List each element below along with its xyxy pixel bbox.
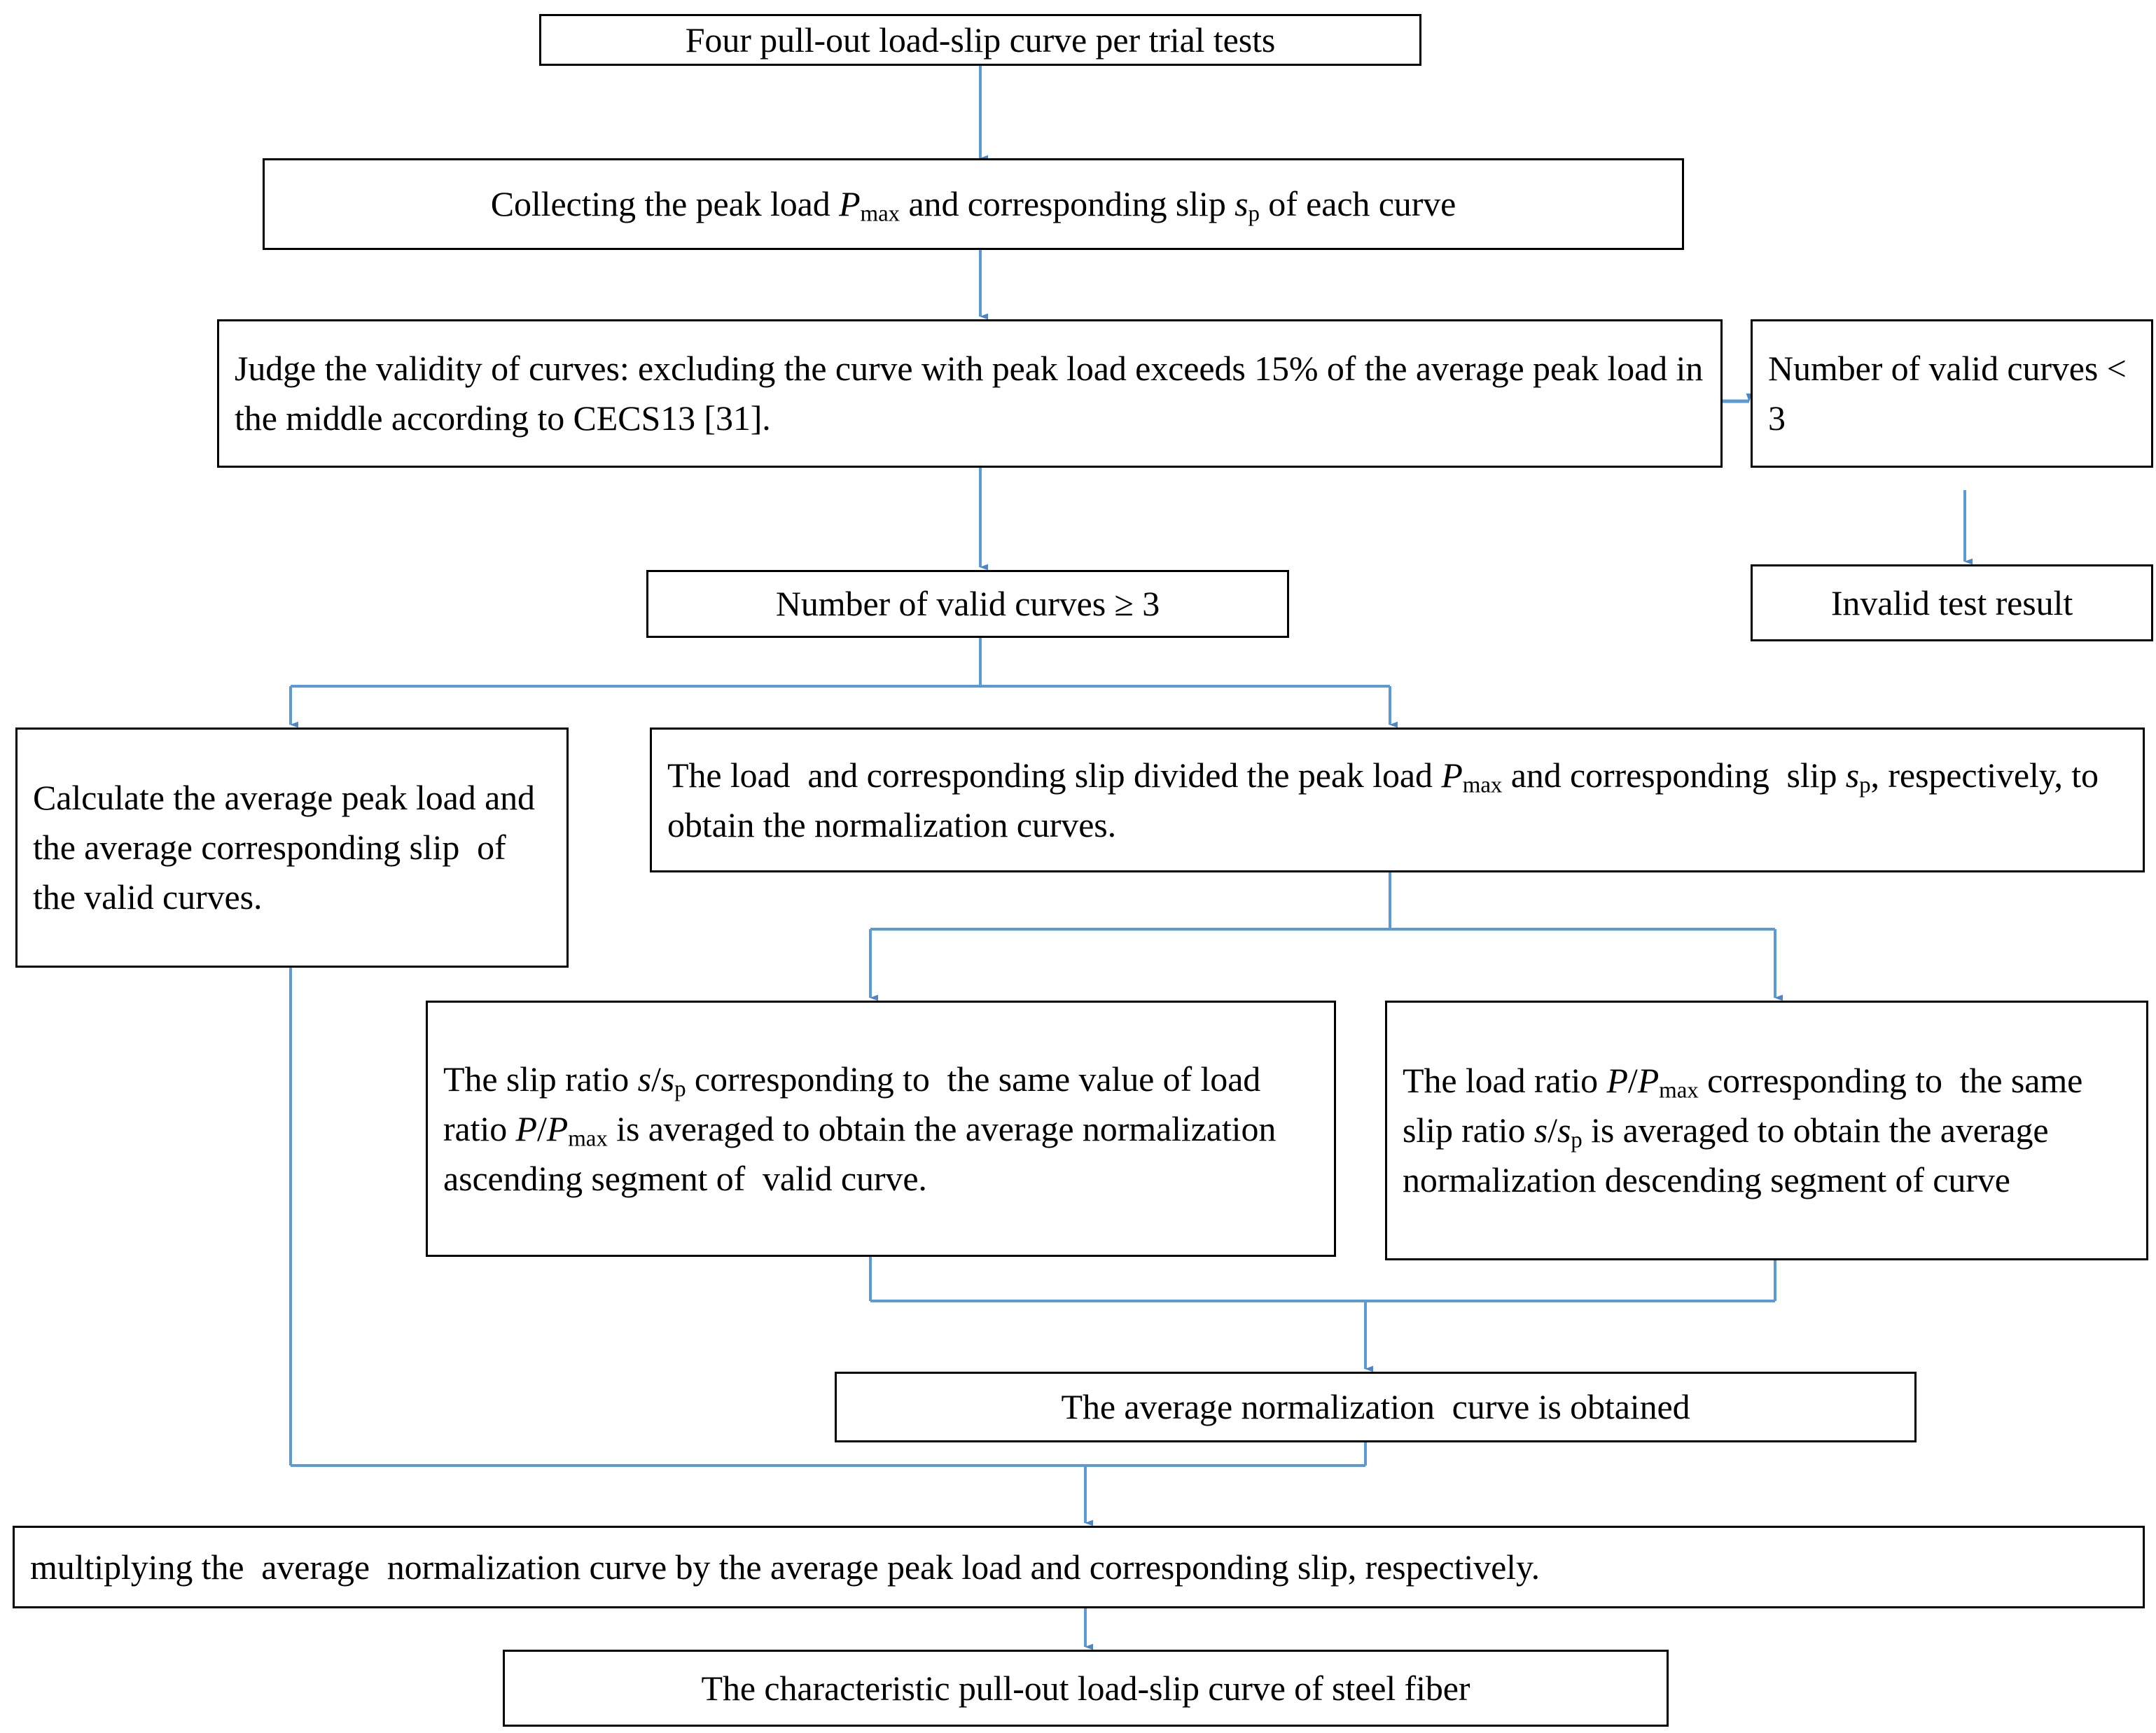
ascending-segment-box: The slip ratio s/sp corresponding to the… <box>426 1001 1336 1257</box>
calculate-average-box: Calculate the average peak load and the … <box>15 728 569 968</box>
valid-count-label: Number of valid curves ≥ 3 <box>775 584 1160 623</box>
multiplying-box: multiplying the average normalization cu… <box>13 1526 2145 1608</box>
collecting-peak-load-label: Collecting the peak load Pmax and corres… <box>490 184 1456 227</box>
collecting-peak-load-box: Collecting the peak load Pmax and corres… <box>263 158 1684 250</box>
invalid-result-label: Invalid test result <box>1830 583 2073 622</box>
characteristic-curve-label: The characteristic pull-out load-slip cu… <box>701 1668 1470 1708</box>
characteristic-curve-box: The characteristic pull-out load-slip cu… <box>503 1650 1669 1727</box>
normalization-curves-box: The load and corresponding slip divided … <box>650 728 2145 872</box>
average-curve-obtained-label: The average normalization curve is obtai… <box>1061 1387 1690 1426</box>
invalid-result-box: Invalid test result <box>1751 564 2153 641</box>
calculate-average-label: Calculate the average peak load and the … <box>33 778 535 917</box>
average-curve-obtained-box: The average normalization curve is obtai… <box>835 1372 1917 1442</box>
invalid-count-label: Number of valid curves < 3 <box>1768 349 2127 438</box>
normalization-curves-label: The load and corresponding slip divided … <box>667 755 2099 844</box>
descending-segment-label: The load ratio P/Pmax corresponding to t… <box>1403 1061 2083 1199</box>
valid-count-box: Number of valid curves ≥ 3 <box>646 570 1289 638</box>
multiplying-label: multiplying the average normalization cu… <box>30 1547 1541 1587</box>
invalid-count-box: Number of valid curves < 3 <box>1751 319 2153 468</box>
four-curves-label: Four pull-out load-slip curve per trial … <box>685 20 1276 60</box>
judge-validity-label: Judge the validity of curves: excluding … <box>235 349 1704 438</box>
judge-validity-box: Judge the validity of curves: excluding … <box>217 319 1723 468</box>
descending-segment-box: The load ratio P/Pmax corresponding to t… <box>1385 1001 2148 1260</box>
four-curves-box: Four pull-out load-slip curve per trial … <box>539 14 1421 66</box>
ascending-segment-label: The slip ratio s/sp corresponding to the… <box>443 1059 1277 1198</box>
